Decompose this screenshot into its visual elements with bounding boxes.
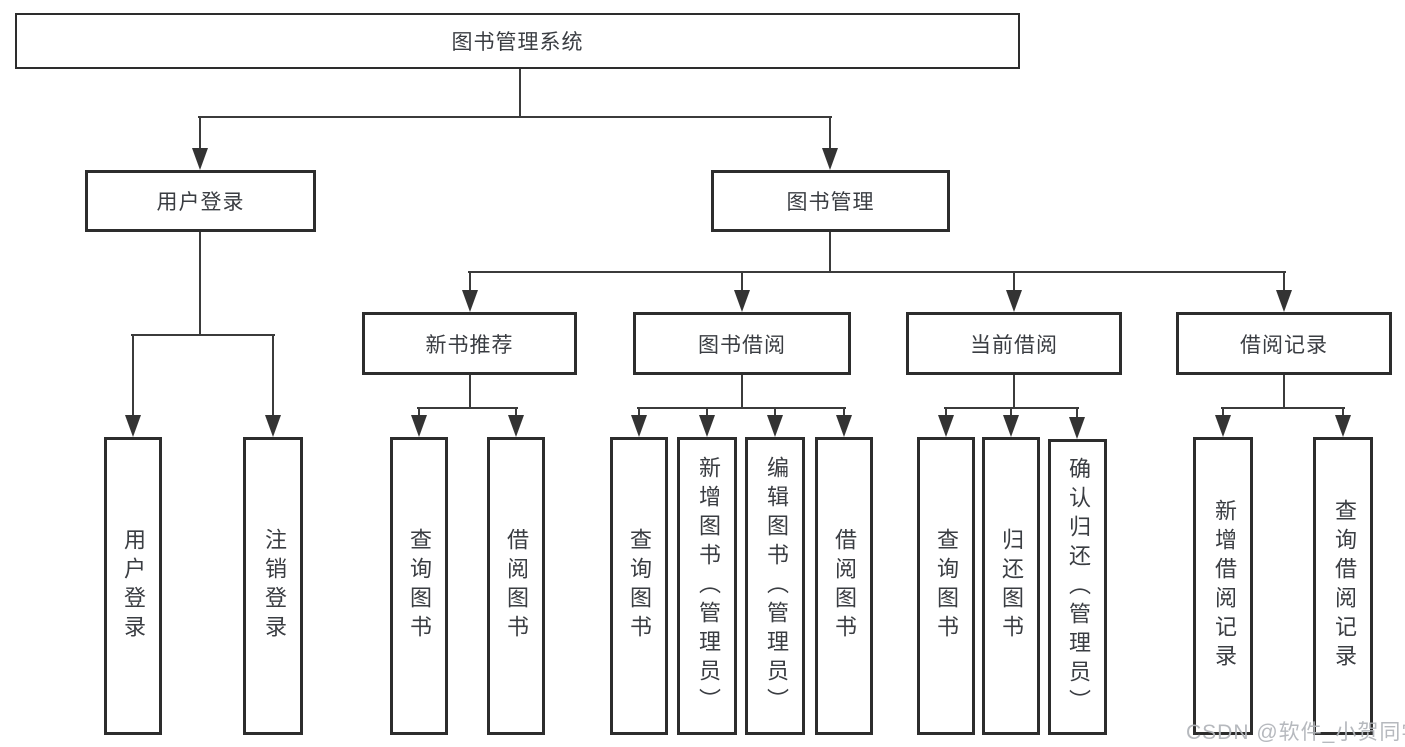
connector-book-borrow-to-leaves (631, 374, 852, 437)
leaf-query-books-current: 查询图书 (917, 437, 975, 735)
leaf-add-book-admin: 新增图书（管理员） (677, 437, 737, 735)
connector-borrow-records-to-leaves (1215, 374, 1351, 437)
node-current-borrow: 当前借阅 (906, 312, 1122, 375)
csdn-watermark: CSDN @软件_小贺同学 (1186, 721, 1405, 744)
node-borrow-records: 借阅记录 (1176, 312, 1392, 375)
leaf-borrow-books: 借阅图书 (815, 437, 873, 735)
leaf-logout: 注销登录 (243, 437, 303, 735)
node-user-login: 用户登录 (85, 170, 316, 232)
connector-user-login-to-leaves (125, 231, 281, 437)
leaf-return-books: 归还图书 (982, 437, 1040, 735)
leaf-confirm-return-admin: 确认归还（管理员） (1048, 439, 1107, 735)
connector-new-book-to-leaves (411, 374, 524, 437)
leaf-borrow-books-recommend: 借阅图书 (487, 437, 545, 735)
leaf-user-login: 用户登录 (104, 437, 162, 735)
node-new-book-recommend: 新书推荐 (362, 312, 577, 375)
leaf-edit-book-admin: 编辑图书（管理员） (745, 437, 805, 735)
leaf-query-borrow-record: 查询借阅记录 (1313, 437, 1373, 735)
node-root: 图书管理系统 (15, 13, 1020, 69)
leaf-query-books-borrow: 查询图书 (610, 437, 668, 735)
connector-book-mgmt-to-level3 (462, 231, 1292, 312)
node-book-borrow: 图书借阅 (633, 312, 851, 375)
leaf-add-borrow-record: 新增借阅记录 (1193, 437, 1253, 735)
node-book-management: 图书管理 (711, 170, 950, 232)
connector-root-to-level2 (192, 68, 838, 170)
leaf-query-books-recommend: 查询图书 (390, 437, 448, 735)
connector-current-borrow-to-leaves (938, 374, 1085, 439)
